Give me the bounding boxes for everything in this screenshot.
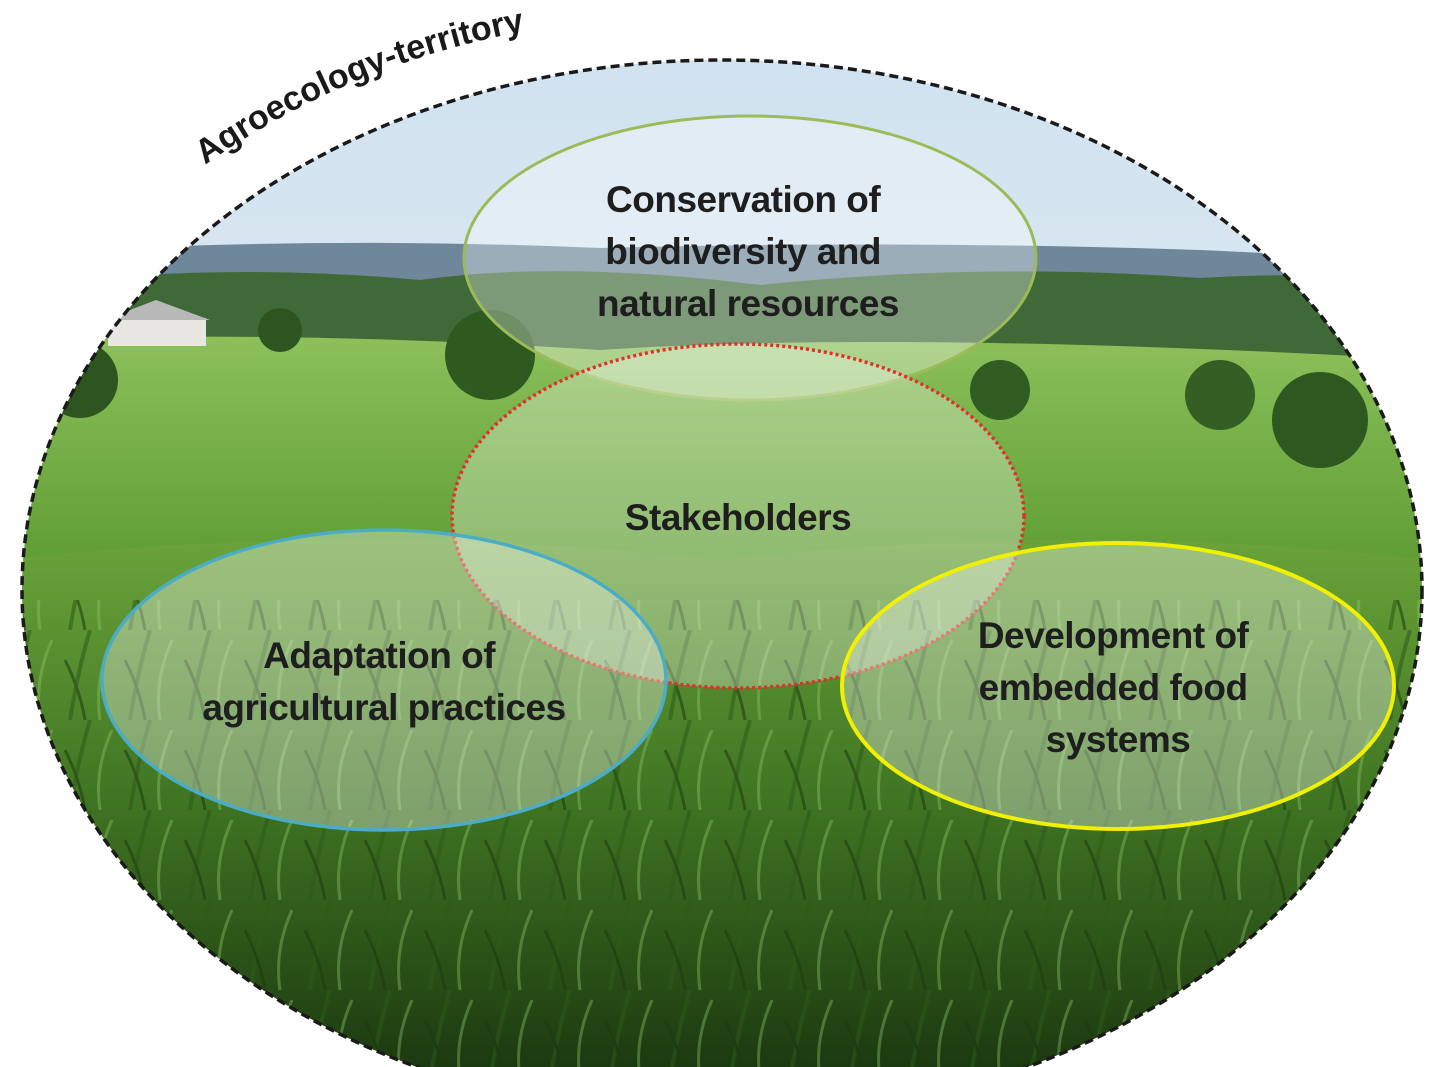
- conservation-label: Conservation of biodiversity and natural…: [597, 179, 899, 324]
- tree: [970, 360, 1030, 420]
- stakeholders-label: Stakeholders: [625, 497, 851, 538]
- adaptation-ellipse: [100, 528, 668, 832]
- conservation-ellipse: [462, 114, 1038, 402]
- stakeholders-circle: [450, 342, 1026, 690]
- meadow: [22, 336, 1422, 560]
- development-ellipse: [840, 541, 1396, 831]
- development-circle: [840, 541, 1396, 831]
- stakeholders-ellipse: [450, 342, 1026, 690]
- tree: [445, 310, 535, 400]
- conservation-circle: [462, 114, 1038, 402]
- farm-building: [108, 318, 206, 346]
- adaptation-circle: [100, 528, 668, 832]
- outer-territory-boundary: [20, 58, 1424, 1067]
- development-label: Development of embedded food systems: [978, 615, 1258, 760]
- tree: [1185, 360, 1255, 430]
- farm-roof: [104, 300, 210, 320]
- tree: [258, 308, 302, 352]
- adaptation-label: Adaptation of agricultural practices: [202, 635, 565, 728]
- tree: [1365, 320, 1422, 380]
- tree: [1272, 372, 1368, 468]
